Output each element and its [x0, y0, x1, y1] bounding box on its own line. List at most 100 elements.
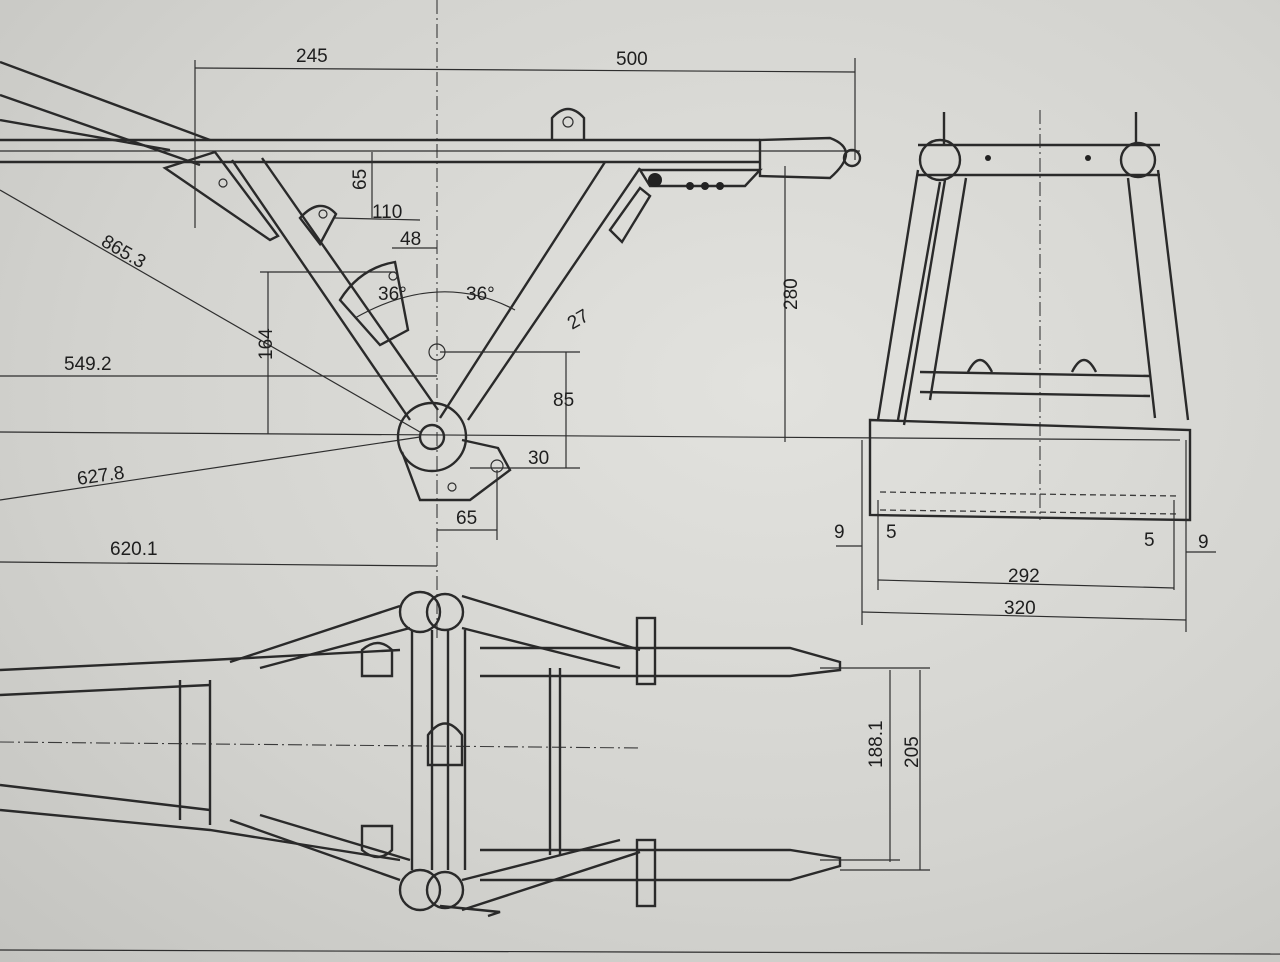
label-188: 188.1: [866, 720, 887, 768]
right-plate: [637, 168, 763, 188]
rear-end-cap: [758, 136, 848, 180]
rear-top-dot-2: [1085, 155, 1091, 161]
plan-upper-rail: [0, 648, 401, 697]
label-rear-9-right: 9: [1198, 532, 1209, 553]
rear-top-tube: [918, 143, 1160, 177]
diag-627-line: [0, 436, 421, 501]
upper-left-tube-2: [0, 118, 171, 152]
upper-left-tube: [0, 60, 211, 167]
plan-stud-top: [635, 616, 657, 686]
gusset-hole: [218, 178, 228, 188]
plan-center-lug: [426, 722, 464, 767]
rear-lower-box: [868, 418, 1192, 522]
plan-node-top-right: [425, 592, 465, 632]
angle-plate-hole: [388, 271, 398, 281]
diag-865-line: [0, 189, 421, 433]
plan-lug-bottom: [360, 824, 394, 859]
sheet-edge: [0, 949, 1280, 955]
plan-lug-top: [360, 641, 394, 678]
rear-mid-lug-left: [966, 358, 994, 373]
rear-eye: [842, 148, 862, 168]
rear-view: 9 5 5 9 292 320: [834, 110, 1216, 632]
label-245: 245: [296, 46, 328, 67]
top-lug: [550, 107, 586, 140]
plan-rear-end-top: [750, 646, 842, 678]
plan-cross-left: [178, 680, 212, 825]
plan-centerline: [0, 741, 641, 749]
label-85: 85: [553, 390, 574, 411]
plan-center-tubes: [410, 630, 467, 870]
angle-plate: [338, 260, 410, 347]
plan-lower-branch: [229, 813, 411, 882]
plan-rear-rail-top: [480, 646, 750, 678]
rear-top-dot-1: [985, 155, 991, 161]
side-view: 245 500 65 110 48 865.3 36° 36° 27 164 2…: [0, 0, 1181, 640]
label-620: 620.1: [110, 539, 158, 560]
top-lug-hole: [562, 116, 574, 128]
plan-view: 188.1 205: [0, 590, 930, 918]
label-110: 110: [372, 202, 402, 223]
line-620: [0, 561, 438, 567]
label-280: 280: [781, 278, 802, 310]
label-48: 48: [400, 229, 421, 250]
dim-292-line: [877, 579, 1175, 589]
left-v-tube: [231, 157, 439, 421]
angle-arc: [354, 291, 516, 319]
dim-320-line: [861, 611, 1187, 621]
rear-left-leg: [876, 169, 947, 426]
pivot-boss: [396, 401, 468, 473]
label-549: 549.2: [64, 354, 112, 375]
pivot-bore: [418, 423, 446, 451]
label-164: 164: [256, 328, 277, 360]
label-rear-5-right: 5: [1144, 530, 1155, 551]
label-205: 205: [902, 736, 923, 768]
plan-stud-bottom: [635, 838, 657, 908]
plan-lower-rail: [0, 783, 401, 862]
label-65-vert: 65: [350, 169, 371, 190]
baseline: [0, 431, 1181, 441]
label-27: 27: [564, 306, 593, 335]
plan-upper-branch: [229, 604, 411, 670]
label-320: 320: [1004, 598, 1036, 619]
label-36-left: 36°: [378, 284, 407, 305]
rear-mid-cross: [919, 370, 1151, 398]
label-292: 292: [1008, 566, 1040, 587]
right-plate-bolt: [648, 173, 662, 187]
right-plate-hole-2: [701, 182, 709, 190]
plan-bottom-tab: [439, 904, 501, 918]
rear-mid-lug-right: [1070, 358, 1098, 373]
pivot-plate: [400, 438, 512, 502]
plan-upper-outer: [461, 594, 641, 670]
plan-rear-rail-bottom: [480, 848, 750, 882]
right-plate-hole-3: [716, 182, 724, 190]
label-500: 500: [616, 49, 648, 70]
label-627: 627.8: [76, 463, 126, 490]
label-30: 30: [528, 448, 549, 469]
plan-rear-end-bottom: [750, 848, 842, 882]
rear-left-leg-inner: [896, 177, 968, 421]
label-rear-5-left: 5: [886, 522, 897, 543]
plan-node-bottom-left: [398, 868, 442, 912]
mid-bracket: [298, 204, 338, 247]
pivot-plate-hole-2: [447, 482, 457, 492]
label-865: 865.3: [98, 231, 150, 273]
right-strut: [608, 186, 652, 244]
dim-line-top: [194, 67, 856, 73]
rear-top-left-eye: [918, 138, 962, 182]
label-rear-9-left: 9: [834, 522, 845, 543]
dim-110-line: [334, 217, 421, 221]
label-36-right: 36°: [466, 284, 495, 305]
rear-top-right-eye: [1119, 141, 1157, 179]
left-gusset: [162, 150, 280, 242]
right-plate-hole-1: [686, 182, 694, 190]
rear-lower-hidden: [879, 491, 1181, 515]
plan-node-bottom-right: [425, 870, 465, 910]
rear-right-leg: [1126, 169, 1190, 421]
right-v-tube: [438, 161, 641, 421]
plan-node-top-left: [398, 590, 442, 634]
plan-cross-bar: [548, 668, 562, 855]
label-65-bottom: 65: [456, 508, 477, 529]
mid-bracket-hole: [318, 209, 328, 219]
